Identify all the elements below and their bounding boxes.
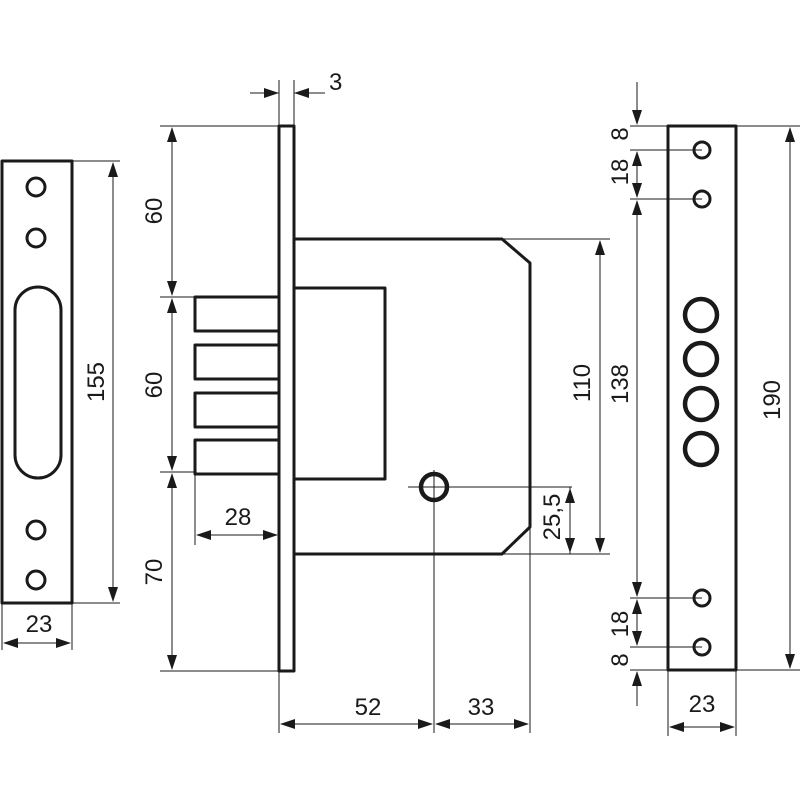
bolt — [193, 295, 281, 333]
dim-label-faceplate-thickness: 3 — [329, 69, 342, 96]
bolt-carrier — [292, 286, 387, 481]
dim-front-hole-chain: 8 18 138 18 8 — [607, 82, 702, 706]
lock-case — [294, 237, 532, 556]
faceplate — [277, 124, 296, 673]
dim-bottom-chain: 52 33 — [278, 470, 572, 733]
dim-label-bolt-span: 60 — [141, 372, 168, 399]
dim-label-front-plate-width: 23 — [689, 691, 716, 718]
dim-left-chain: 60 60 70 — [141, 125, 279, 672]
dim-label-bottom-hole-spacing: 18 — [607, 611, 634, 638]
dim-strike-height: 155 — [72, 160, 120, 604]
front-plate — [666, 124, 738, 672]
lock-body — [193, 124, 532, 673]
dim-label-key-to-back: 33 — [468, 694, 495, 721]
bolt — [193, 391, 281, 429]
dim-bolt-projection: 28 — [194, 474, 278, 545]
dim-case-heights: 110 25,5 — [502, 238, 610, 555]
dim-faceplate-thickness: 3 — [250, 69, 342, 126]
dim-label-key-offset: 25,5 — [539, 494, 566, 541]
front-plate-outline — [666, 124, 738, 672]
dim-label-front-plate-height: 190 — [759, 380, 786, 420]
dim-label-bolts-to-bottom: 70 — [141, 559, 168, 586]
cylinder-hole — [682, 385, 720, 423]
strike-plate — [0, 159, 74, 605]
cylinder-hole — [682, 296, 720, 334]
dim-label-case-height: 110 — [569, 364, 596, 402]
strike-screw-hole — [25, 519, 47, 541]
dim-label-top-to-bolts: 60 — [141, 198, 168, 225]
bolt — [193, 343, 281, 381]
dim-label-backset: 52 — [355, 694, 382, 721]
strike-bolt-slot — [13, 285, 63, 480]
dim-strike-width: 23 — [1, 603, 73, 650]
strike-screw-hole — [25, 176, 47, 198]
dim-label-faceplate-height: 138 — [607, 364, 634, 404]
strike-plate-outline — [0, 159, 74, 605]
dim-label-strike-width: 23 — [26, 611, 53, 638]
dim-label-strike-height: 155 — [83, 362, 110, 402]
dim-front-plate-height: 190 — [736, 125, 800, 671]
cylinder-hole — [682, 430, 720, 468]
dim-label-bottom-hole-offset: 8 — [607, 653, 634, 666]
bolt — [193, 438, 281, 476]
strike-screw-hole — [25, 227, 47, 249]
dim-label-bolt-projection: 28 — [225, 504, 252, 531]
dim-front-plate-width: 23 — [667, 670, 737, 736]
cylinder-hole — [682, 340, 720, 378]
dim-label-top-hole-offset: 8 — [607, 127, 634, 140]
strike-screw-hole — [25, 569, 47, 591]
dim-label-top-hole-spacing: 18 — [607, 159, 634, 186]
